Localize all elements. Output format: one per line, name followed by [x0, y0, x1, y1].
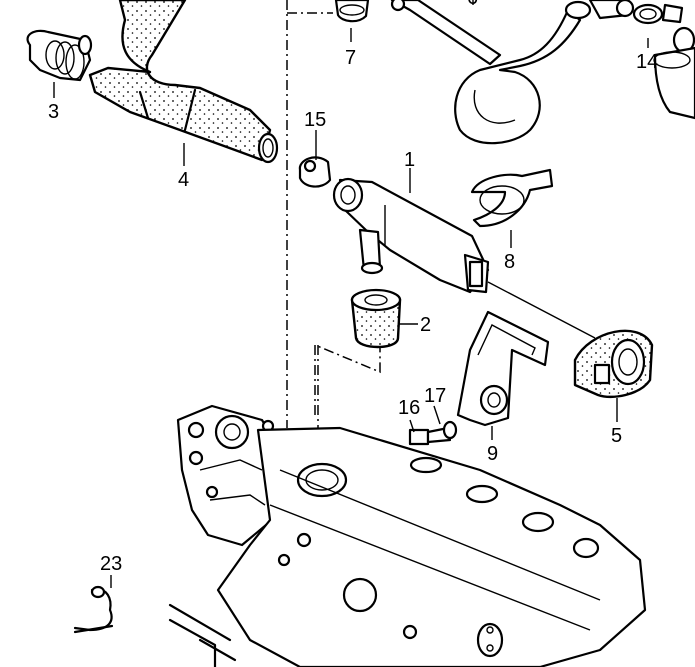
grommet-part-2 — [350, 288, 402, 349]
callout-9: 9 — [487, 443, 498, 465]
throttle-body — [176, 404, 276, 547]
callout-5: 5 — [611, 425, 622, 447]
callout-3: 3 — [48, 101, 59, 123]
clip-part-8 — [470, 168, 554, 228]
idle-air-valve-part-1 — [332, 177, 490, 294]
pipe-part-6 — [390, 0, 502, 66]
hose-clamp-part-15 — [298, 156, 332, 188]
washer-part-17 — [442, 420, 458, 440]
leader-lines — [53, 0, 649, 588]
callout-8: 8 — [504, 251, 515, 273]
callout-15: 15 — [304, 109, 326, 131]
callout-16: 16 — [398, 397, 420, 419]
callout-6: 6 — [467, 0, 478, 9]
assembly-axis — [487, 281, 596, 339]
clamp-part-14-top — [632, 3, 695, 54]
air-filter-housing — [653, 46, 695, 120]
callout-7: 7 — [345, 47, 356, 69]
bellows-connector-part-3 — [26, 29, 93, 82]
loop-hose — [454, 0, 635, 145]
fitting-part-7 — [334, 0, 370, 23]
callout-4: 4 — [178, 169, 189, 191]
callout-14: 14 — [636, 51, 658, 73]
callout-23: 23 — [100, 553, 122, 575]
hose-part-4 — [88, 0, 279, 164]
retaining-ring-part-5 — [573, 329, 654, 399]
intake-manifold — [168, 426, 647, 667]
cable-tie-part-23 — [73, 585, 114, 634]
callout-1: 1 — [404, 149, 415, 171]
callout-2: 2 — [420, 314, 431, 336]
mounting-bracket-part-9 — [456, 310, 550, 427]
callout-labels: 1 2 3 4 5 6 7 8 9 14 15 16 17 23 — [48, 0, 658, 575]
callout-17: 17 — [424, 385, 446, 407]
